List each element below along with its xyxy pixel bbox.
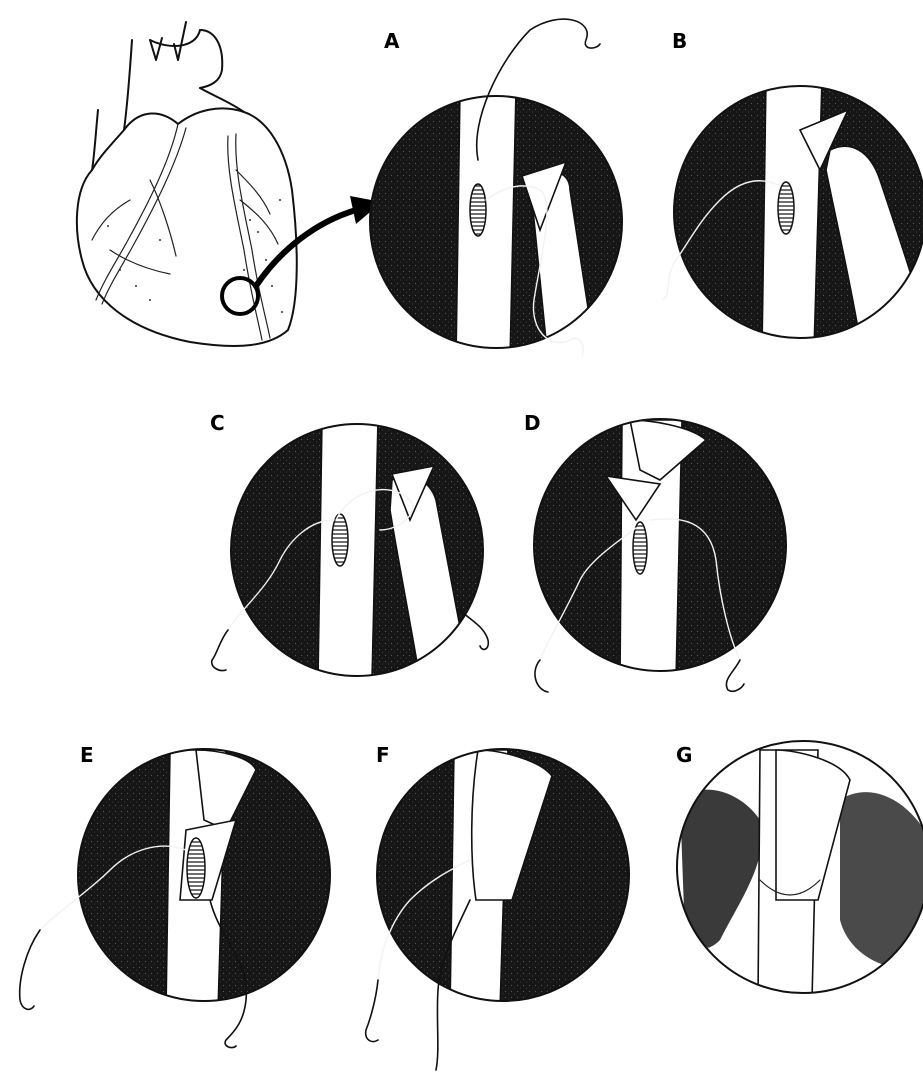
panel-label-f: F (376, 743, 390, 767)
panel-e: E (20, 743, 330, 1048)
panel-label-g: G (676, 743, 692, 767)
panel-label-a: A (384, 29, 400, 53)
panel-label-e: E (80, 743, 94, 767)
panel-f: F (366, 743, 629, 1070)
heart-illustration (77, 22, 382, 346)
panel-d: D (524, 411, 786, 692)
panel-label-d: D (524, 411, 541, 435)
panel-g: G (676, 741, 923, 1000)
panel-b: B (662, 29, 923, 350)
pointer-arrow (256, 210, 356, 286)
panel-c: C (210, 411, 488, 680)
panel-a: A (370, 19, 622, 360)
panel-label-b: B (672, 29, 687, 53)
panel-label-c: C (210, 411, 225, 435)
